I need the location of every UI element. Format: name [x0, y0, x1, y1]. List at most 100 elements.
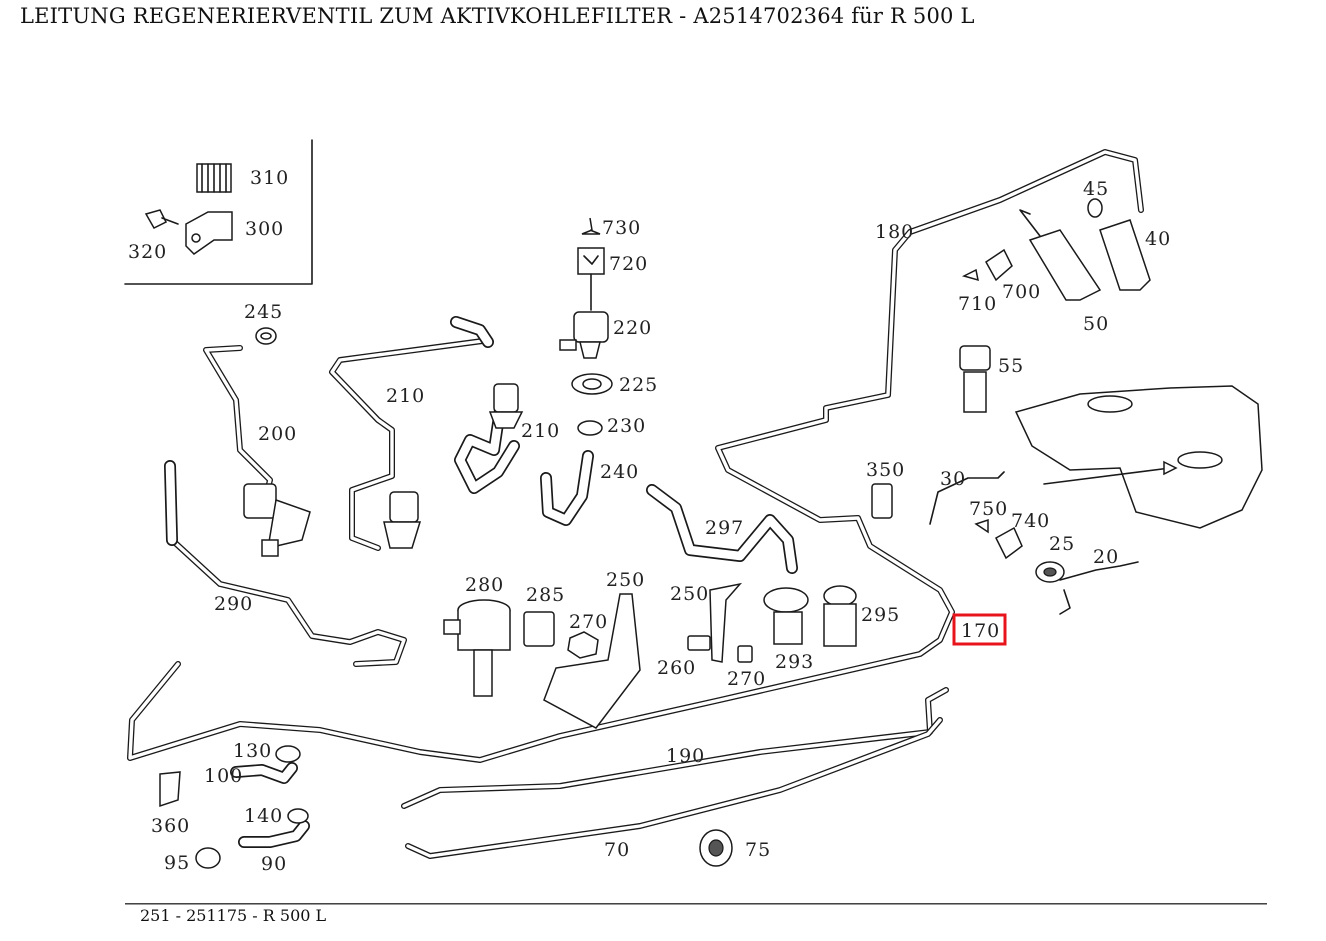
callout-95[interactable]: 95 [164, 852, 190, 874]
hose-297[interactable] [646, 484, 798, 574]
callout-295[interactable]: 295 [861, 604, 900, 626]
callout-20[interactable]: 20 [1093, 546, 1119, 568]
part-25-sensor[interactable] [1035, 561, 1065, 583]
part-250-bracket[interactable] [543, 593, 641, 729]
callout-225[interactable]: 225 [619, 374, 658, 396]
part-75-grommet[interactable] [699, 829, 733, 867]
part-750-plug[interactable] [974, 518, 989, 534]
part-40-pump[interactable] [1099, 219, 1151, 291]
valve-210[interactable] [383, 491, 422, 549]
callout-210-upper[interactable]: 210 [386, 385, 425, 407]
callout-55[interactable]: 55 [998, 355, 1024, 377]
callout-75[interactable]: 75 [745, 839, 771, 861]
callout-285[interactable]: 285 [526, 584, 565, 606]
callout-300[interactable]: 300 [245, 218, 284, 240]
part-55-valve[interactable] [959, 345, 991, 413]
callout-140[interactable]: 140 [244, 805, 283, 827]
hose-100[interactable] [230, 762, 298, 784]
part-245-clamp[interactable] [255, 327, 277, 345]
pipe-190[interactable] [401, 687, 949, 809]
part-270b-nut[interactable] [737, 645, 753, 663]
part-293-valve[interactable] [763, 587, 809, 645]
callout-720[interactable]: 720 [609, 253, 648, 275]
callout-30[interactable]: 30 [940, 468, 966, 490]
part-730-plug[interactable] [581, 217, 601, 235]
callout-290[interactable]: 290 [214, 593, 253, 615]
callout-310[interactable]: 310 [250, 167, 289, 189]
part-320-screw[interactable] [144, 209, 179, 229]
callout-350[interactable]: 350 [866, 459, 905, 481]
part-230-ring[interactable] [577, 420, 603, 436]
part-130-clamp[interactable] [275, 745, 301, 763]
hose-210[interactable] [454, 404, 520, 494]
callout-130[interactable]: 130 [233, 740, 272, 762]
callout-280[interactable]: 280 [465, 574, 504, 596]
part-50-filter[interactable] [1019, 209, 1102, 301]
callout-210-lower[interactable]: 210 [521, 420, 560, 442]
part-710-plug[interactable] [961, 268, 979, 282]
part-740-connector[interactable] [995, 526, 1023, 560]
callout-240[interactable]: 240 [600, 461, 639, 483]
pipe-70[interactable] [405, 717, 943, 859]
callout-710[interactable]: 710 [958, 293, 997, 315]
callout-190[interactable]: 190 [666, 745, 705, 767]
part-140-clamp[interactable] [287, 808, 309, 824]
callout-45[interactable]: 45 [1083, 178, 1109, 200]
callout-750[interactable]: 750 [969, 498, 1008, 520]
callout-270-left[interactable]: 270 [569, 611, 608, 633]
part-310-bracket[interactable] [196, 163, 232, 193]
callout-730[interactable]: 730 [602, 217, 641, 239]
callout-220[interactable]: 220 [613, 317, 652, 339]
part-220-valve[interactable] [559, 311, 609, 359]
callout-270-right[interactable]: 270 [727, 668, 766, 690]
callout-50[interactable]: 50 [1083, 313, 1109, 335]
callout-260[interactable]: 260 [657, 657, 696, 679]
highlight-box-170 [952, 613, 1007, 646]
callout-293[interactable]: 293 [775, 651, 814, 673]
part-360-bracket[interactable] [159, 771, 181, 808]
callout-320[interactable]: 320 [128, 241, 167, 263]
valve-200[interactable] [243, 483, 311, 557]
part-225-clamp[interactable] [571, 373, 613, 395]
part-95-clip[interactable] [195, 847, 221, 869]
callout-700[interactable]: 700 [1002, 281, 1041, 303]
part-30-cable[interactable] [929, 471, 1005, 525]
part-20-cable[interactable] [1059, 561, 1139, 615]
part-350-clip[interactable] [871, 483, 893, 519]
part-300-bracket[interactable] [185, 211, 233, 255]
part-285-connector[interactable] [523, 611, 555, 647]
callout-245[interactable]: 245 [244, 301, 283, 323]
pipe-170[interactable] [127, 149, 1144, 763]
part-45-cap[interactable] [1087, 198, 1103, 218]
hose-vertical-left[interactable] [164, 460, 178, 546]
fuel-tank[interactable] [1014, 385, 1263, 529]
part-260-nut[interactable] [687, 635, 711, 651]
hose-240[interactable] [540, 450, 594, 526]
callout-40[interactable]: 40 [1145, 228, 1171, 250]
part-250b-bracket[interactable] [709, 582, 743, 663]
valve-210b[interactable] [488, 383, 524, 429]
callout-170[interactable]: 170 [961, 620, 1000, 642]
callout-740[interactable]: 740 [1011, 510, 1050, 532]
part-270-nut[interactable] [567, 631, 599, 659]
callout-230[interactable]: 230 [607, 415, 646, 437]
callout-360[interactable]: 360 [151, 815, 190, 837]
part-700-connector[interactable] [985, 248, 1013, 282]
callout-250-left[interactable]: 250 [606, 569, 645, 591]
callout-250-right[interactable]: 250 [670, 583, 709, 605]
callout-100[interactable]: 100 [204, 765, 243, 787]
callout-180[interactable]: 180 [875, 221, 914, 243]
callout-90[interactable]: 90 [261, 853, 287, 875]
callout-297[interactable]: 297 [705, 517, 744, 539]
part-720-connector[interactable] [577, 247, 605, 275]
pipe-290[interactable] [165, 467, 407, 667]
part-280-valve[interactable] [443, 599, 511, 697]
callout-25[interactable]: 25 [1049, 533, 1075, 555]
callout-labels: 310 300 320 730 720 220 225 230 210 210 … [128, 167, 1171, 875]
part-295-valve[interactable] [823, 585, 857, 647]
pipe-210[interactable] [329, 316, 494, 551]
hose-90[interactable] [238, 820, 310, 848]
callout-70[interactable]: 70 [604, 839, 630, 861]
callout-200[interactable]: 200 [258, 423, 297, 445]
